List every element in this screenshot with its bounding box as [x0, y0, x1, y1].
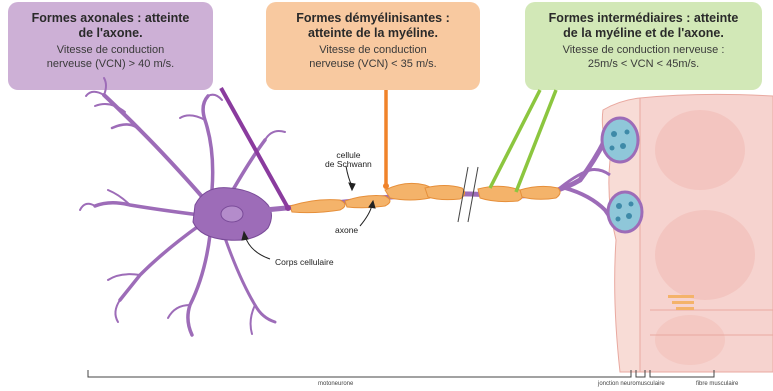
axon	[265, 140, 605, 210]
intermediate-pointer-1	[490, 90, 540, 188]
axonal-pointer-dot	[285, 205, 291, 211]
cell-body-label: Corps cellulaire	[275, 258, 334, 267]
myelin-sheath	[290, 183, 560, 212]
schwann-label-line2: de Schwann	[325, 160, 372, 169]
schwann-cell-label: cellule de Schwann	[325, 151, 372, 169]
demyelinating-pointer-dot	[383, 183, 389, 189]
axon-label: axone	[335, 226, 358, 235]
intermediate-pointer-2	[516, 90, 556, 192]
nucleus	[221, 206, 243, 222]
junction-label: jonction neuromusculaire	[598, 381, 665, 388]
muscle-fiber-label: fibre musculaire	[696, 381, 738, 388]
synapse-bottom	[608, 192, 642, 232]
synapse-top	[602, 118, 638, 162]
motoneuron-label: motoneurone	[318, 381, 353, 388]
